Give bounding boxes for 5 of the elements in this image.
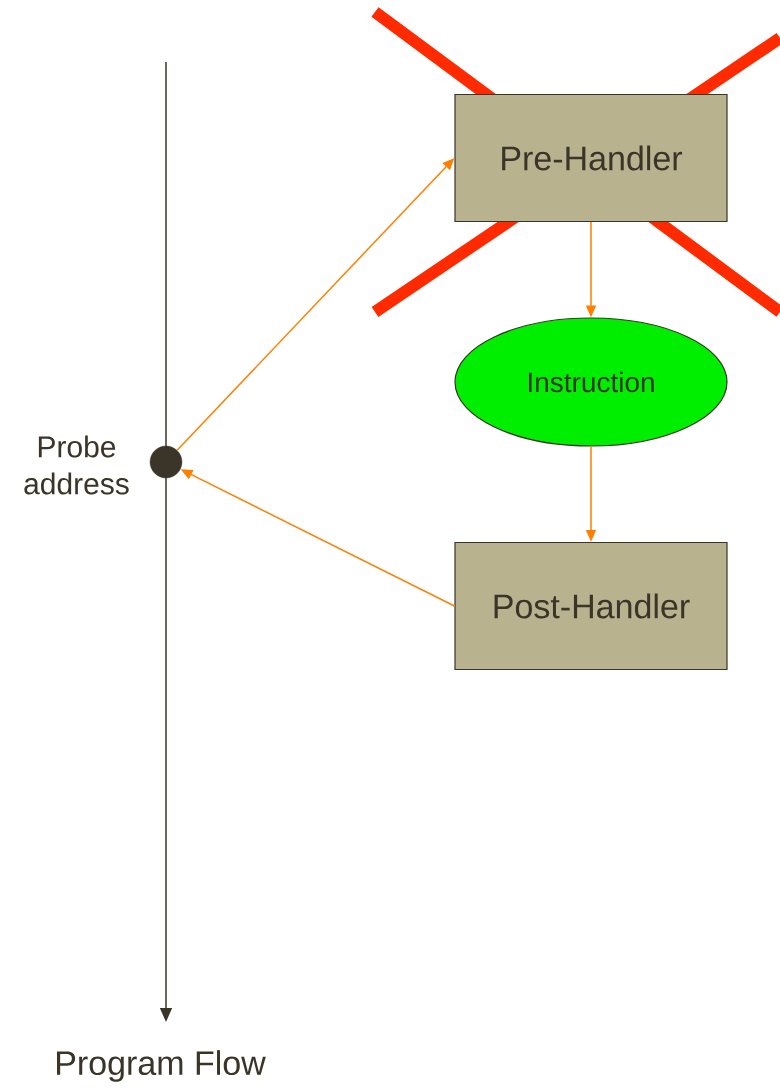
handler-box: Pre-Handler xyxy=(454,93,728,223)
axis-label: Program Flow xyxy=(57,1050,266,1082)
probe-point xyxy=(149,445,183,479)
probe-label: Probe address xyxy=(24,435,129,495)
handler-box: Post-Handler xyxy=(454,541,728,671)
